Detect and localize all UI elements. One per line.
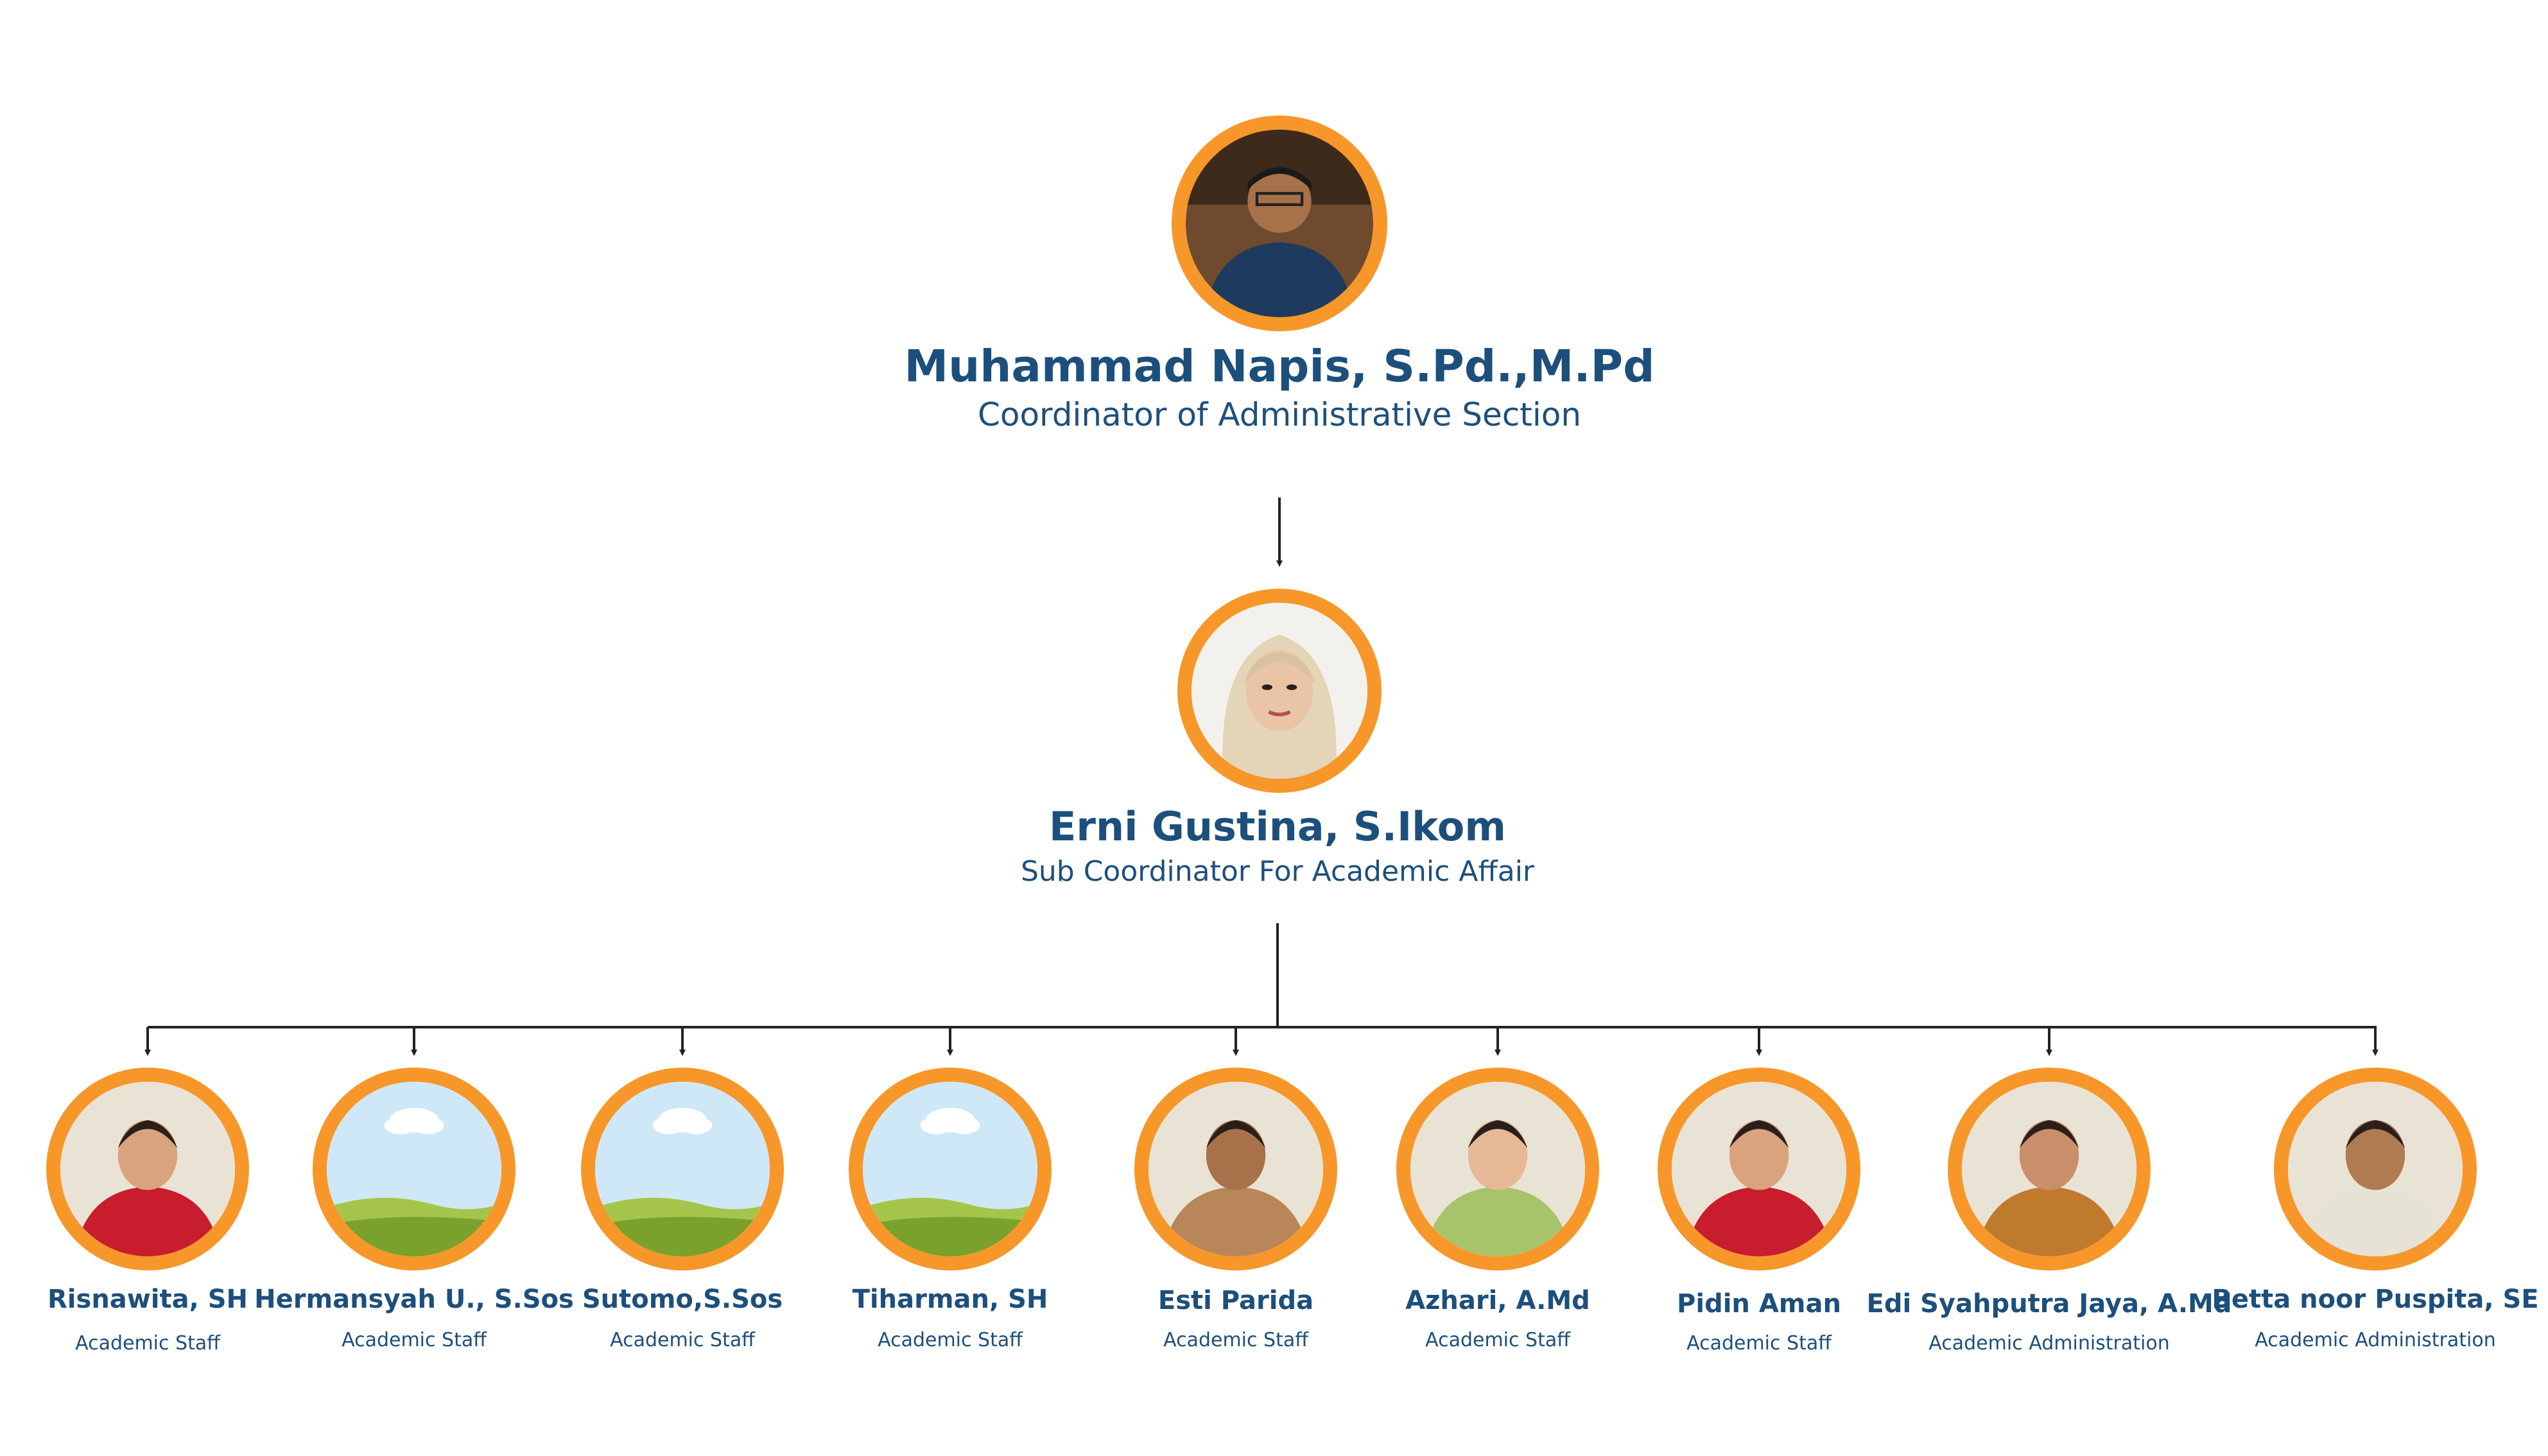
staff-name: Azhari, A.Md xyxy=(1405,1286,1590,1315)
staff-name: Sutomo,S.Sos xyxy=(582,1285,783,1314)
photo-erni-gustina xyxy=(1177,589,1382,793)
placeholder-landscape-icon xyxy=(595,1082,770,1256)
staff-name: Esti Parida xyxy=(1157,1286,1314,1315)
staff-photo xyxy=(849,1068,1052,1270)
person-photo-icon xyxy=(1672,1082,1846,1256)
photo-muhammad-napis xyxy=(1172,116,1387,331)
staff-name: Betta noor Puspita, SE xyxy=(2212,1285,2539,1314)
staff-photo xyxy=(581,1068,784,1270)
person-photo-icon xyxy=(1186,130,1373,317)
connector-drops xyxy=(144,1027,2379,1056)
staff-role: Academic Staff xyxy=(1425,1329,1570,1351)
staff-role: Academic Staff xyxy=(610,1329,755,1351)
staff-name: Hermansyah U., S.Sos xyxy=(254,1285,574,1314)
staff-role: Academic Staff xyxy=(878,1329,1023,1351)
placeholder-landscape-icon xyxy=(863,1082,1037,1256)
placeholder-landscape-icon xyxy=(327,1082,501,1256)
staff-photo xyxy=(1658,1068,1860,1270)
person-photo-icon xyxy=(60,1082,235,1256)
person-photo-icon xyxy=(2288,1082,2463,1256)
staff-role: Academic Staff xyxy=(1686,1332,1832,1355)
top-role: Coordinator of Administrative Section xyxy=(977,396,1582,433)
staff-role: Academic Administration xyxy=(1928,1332,2170,1355)
staff-photo xyxy=(1948,1068,2151,1270)
person-photo-icon xyxy=(1192,603,1367,779)
person-photo-icon xyxy=(1962,1082,2136,1256)
staff-photo xyxy=(313,1068,516,1270)
staff-role: Academic Staff xyxy=(1163,1329,1308,1351)
staff-photo xyxy=(46,1068,249,1270)
staff-name: Tiharman, SH xyxy=(852,1285,1048,1314)
top-name: Muhammad Napis, S.Pd.,M.Pd xyxy=(904,341,1655,392)
staff-photo xyxy=(2274,1068,2477,1270)
sub-name: Erni Gustina, S.Ikom xyxy=(1049,803,1506,850)
person-photo-icon xyxy=(1410,1082,1585,1256)
person-photo-icon xyxy=(1148,1082,1323,1256)
staff-name: Edi Syahputra Jaya, A.Md xyxy=(1866,1289,2232,1319)
staff-name: Risnawita, SH xyxy=(48,1285,248,1314)
staff-role: Academic Staff xyxy=(75,1332,220,1355)
staff-photo xyxy=(1134,1068,1337,1270)
sub-role: Sub Coordinator For Academic Affair xyxy=(1020,855,1535,888)
staff-role: Academic Administration xyxy=(2255,1329,2496,1351)
staff-photo xyxy=(1396,1068,1599,1270)
staff-name: Pidin Aman xyxy=(1677,1289,1841,1319)
staff-role: Academic Staff xyxy=(342,1329,487,1351)
